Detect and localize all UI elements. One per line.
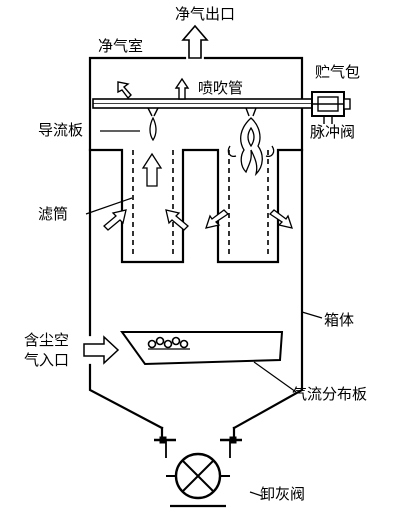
inflow-arrow-1 (103, 209, 127, 231)
flow-plate-pointer (253, 361, 297, 393)
inlet-arrow (83, 335, 120, 365)
box-pointer (301, 311, 323, 319)
jet-left (141, 116, 163, 187)
label-box: 箱体 (324, 311, 355, 329)
label-blow-pipe: 喷吹管 (198, 79, 244, 97)
filter-pointer (85, 197, 133, 215)
label-clean-outlet: 净气出口 (175, 5, 236, 23)
label-pulse-valve: 脉冲阀 (310, 123, 356, 141)
jet-right (227, 117, 275, 177)
flow-arrow-up-center (174, 77, 190, 100)
blow-pipe (92, 98, 314, 117)
valve-pointer (249, 491, 263, 497)
label-dusty-inlet-2: 气入口 (24, 351, 70, 369)
housing-outline (88, 56, 187, 430)
label-dusty-inlet-1: 含尘空 (24, 331, 70, 349)
outflow-arrow-4 (268, 209, 293, 229)
label-flow-plate: 气流分布板 (292, 385, 368, 403)
label-air-bag: 贮气包 (315, 63, 361, 81)
inflow-arrow-2 (165, 209, 189, 231)
outflow-arrow-3 (205, 209, 230, 229)
housing-outline-right (203, 56, 304, 430)
label-clean-chamber: 净气室 (98, 37, 144, 55)
filter-cartridge-right (228, 150, 269, 258)
label-filter-bag: 滤筒 (38, 205, 69, 223)
air-distribution-plate (120, 331, 284, 366)
hopper-neck (160, 426, 236, 440)
tube-sheet (88, 148, 304, 264)
label-ash-valve: 卸灰阀 (260, 485, 306, 503)
ash-discharge-valve (154, 436, 242, 508)
outlet-arrow (181, 24, 209, 59)
filter-cartridge-left (132, 150, 174, 258)
flow-arrow-up-left (117, 81, 132, 100)
pulse-valve (311, 91, 351, 124)
label-guide-plate: 导流板 (38, 121, 84, 139)
